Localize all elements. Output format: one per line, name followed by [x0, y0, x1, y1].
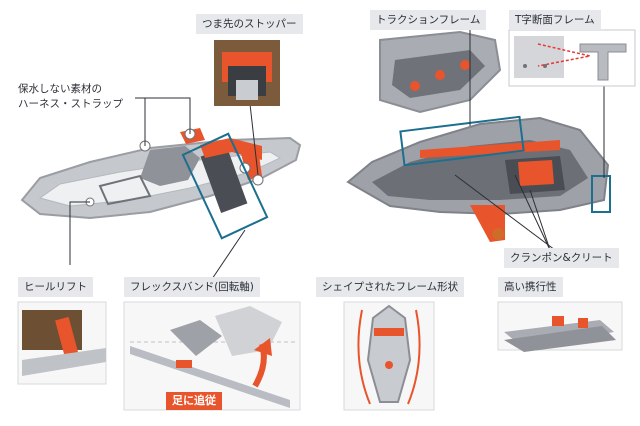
shaped-frame-art: [343, 301, 435, 411]
label-crampon-cleat: クランポン&クリート: [504, 248, 619, 268]
portability-art: [497, 301, 623, 352]
t-section-inset: [508, 29, 636, 87]
heel-lift-art: [17, 301, 107, 385]
label-toe-stopper: つま先のストッパー: [196, 14, 303, 34]
toe-stopper-photo: [214, 40, 280, 106]
label-traction-frame: トラクションフレーム: [370, 10, 487, 30]
right-callout-lines: [454, 30, 605, 251]
label-heel-lift: ヒールリフト: [18, 277, 93, 297]
label-flex-band: フレックスバンド(回転軸): [124, 277, 260, 297]
label-harness-strap-line1: 保水しない素材の: [18, 83, 102, 95]
label-t-section-frame: T字断面フレーム: [509, 10, 601, 30]
label-high-portability: 高い携行性: [498, 277, 563, 297]
label-shaped-frame: シェイプされたフレーム形状: [316, 277, 465, 297]
label-harness-strap-line2: ハーネス・ストラップ: [18, 98, 123, 110]
left-snowshoe: [20, 128, 302, 240]
left-callout-lines: [69, 97, 259, 283]
label-follows-foot: 足に追従: [166, 392, 222, 410]
